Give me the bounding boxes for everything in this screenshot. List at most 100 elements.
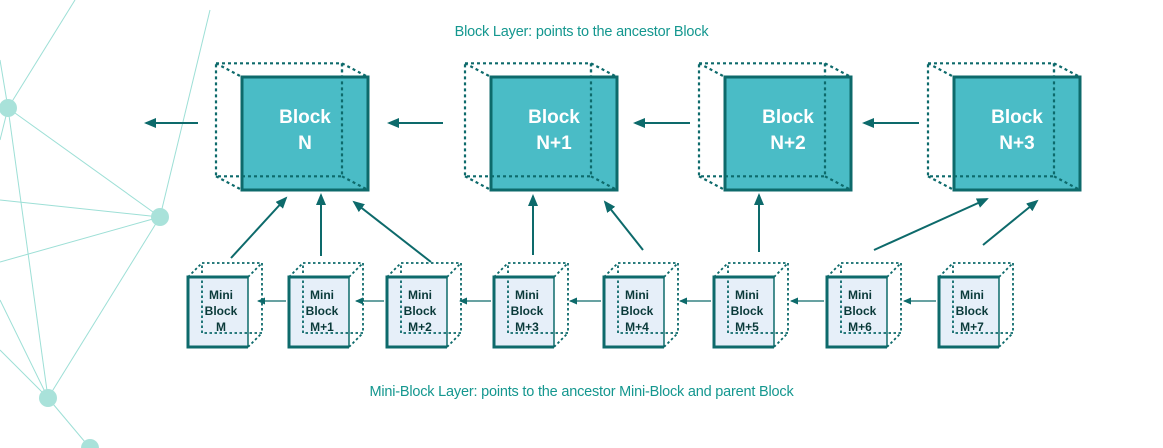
mini-block-edge <box>825 275 887 349</box>
mini-block-label-line2: Block <box>511 304 544 318</box>
block-label-line1: Block <box>528 107 580 128</box>
block-label-line1: Block <box>279 107 331 128</box>
mini-block-label-line1: Mini <box>735 288 759 302</box>
mini-block-fill <box>604 277 664 347</box>
mini-block-edge <box>602 275 664 349</box>
network-line <box>7 107 49 399</box>
network-line <box>159 9 211 218</box>
mini-to-parent-arrow <box>603 200 644 251</box>
network-node <box>39 389 57 407</box>
mini-block-fill <box>827 277 887 347</box>
mini-block-fill <box>714 277 774 347</box>
mini-block-edge <box>287 275 349 349</box>
mini-block-label-line3: M <box>216 320 226 334</box>
mini-block-label-line1: Mini <box>515 288 539 302</box>
block-inner-edge <box>1053 175 1081 191</box>
network-node <box>151 208 169 226</box>
mini-block-label-line3: M+2 <box>408 320 432 334</box>
mini-block-fill <box>939 277 999 347</box>
block-inner-edge <box>590 175 618 191</box>
mini-dotted-frame <box>938 262 1014 348</box>
network-node <box>0 99 17 117</box>
mini-block-label-line1: Mini <box>848 288 872 302</box>
mini-block-label-line1: Mini <box>960 288 984 302</box>
mini-block-label-line2: Block <box>205 304 238 318</box>
mini-block-edge <box>385 275 447 349</box>
network-line <box>47 216 161 399</box>
mini-block-edge <box>492 275 554 349</box>
mini-block-layer: MiniBlockMMiniBlockM+1MiniBlockM+2MiniBl… <box>186 262 1014 349</box>
mini-dotted-frame <box>826 262 902 348</box>
mini-block-label-line3: M+3 <box>515 320 539 334</box>
block-label-line1: Block <box>762 107 814 128</box>
network-line <box>0 349 49 399</box>
mini-block-label-line2: Block <box>844 304 877 318</box>
mini-block-label-line2: Block <box>306 304 339 318</box>
block-inner-edge <box>824 175 852 191</box>
mini-dotted-frame <box>713 262 789 348</box>
block-face <box>723 75 853 192</box>
block-layer-caption: Block Layer: points to the ancestor Bloc… <box>454 24 709 40</box>
mini-block-label-line3: M+1 <box>310 320 334 334</box>
mini-block-edge <box>937 275 999 349</box>
mini-block-layer-caption: Mini-Block Layer: points to the ancestor… <box>369 384 794 400</box>
block-label-line2: N+1 <box>536 133 572 154</box>
block-face <box>952 75 1082 192</box>
network-line <box>7 107 161 218</box>
mini-block-label-line1: Mini <box>310 288 334 302</box>
mini-block-label-line1: Mini <box>209 288 233 302</box>
mini-block-label-line3: M+7 <box>960 320 984 334</box>
network-background-decoration <box>0 0 211 448</box>
mini-block-label-line3: M+4 <box>625 320 649 334</box>
mini-to-parent-arrow <box>873 198 989 251</box>
block-face <box>489 75 619 192</box>
mini-block-label-line2: Block <box>731 304 764 318</box>
mini-dotted-frame <box>493 262 569 348</box>
mini-block-label-line1: Mini <box>408 288 432 302</box>
mini-block-fill <box>494 277 554 347</box>
block-face <box>240 75 370 192</box>
network-line <box>0 199 161 218</box>
mini-to-parent-arrow <box>982 199 1039 246</box>
network-line <box>0 299 49 399</box>
block-label-line2: N+3 <box>999 133 1034 154</box>
network-line <box>0 216 161 263</box>
mini-block-label-line1: Mini <box>625 288 649 302</box>
network-node <box>81 439 99 448</box>
mini-block-fill <box>387 277 447 347</box>
mini-block-fill <box>188 277 248 347</box>
network-line <box>7 0 76 109</box>
mini-block-edge <box>712 275 774 349</box>
mini-dotted-frame <box>288 262 364 348</box>
block-inner-edge <box>341 175 369 191</box>
block-label-line2: N+2 <box>770 133 805 154</box>
mini-block-edge <box>186 275 248 349</box>
mini-dotted-frame <box>603 262 679 348</box>
mini-block-fill <box>289 277 349 347</box>
arrow-layer <box>144 118 1039 305</box>
mini-block-label-line2: Block <box>404 304 437 318</box>
block-label-line1: Block <box>991 107 1043 128</box>
mini-block-label-line3: M+5 <box>735 320 759 334</box>
mini-block-label-line3: M+6 <box>848 320 872 334</box>
mini-to-parent-arrow <box>352 200 432 263</box>
block-label-line2: N <box>298 133 312 154</box>
network-line <box>47 397 91 448</box>
mini-block-label-line2: Block <box>621 304 654 318</box>
mini-block-label-line2: Block <box>956 304 989 318</box>
